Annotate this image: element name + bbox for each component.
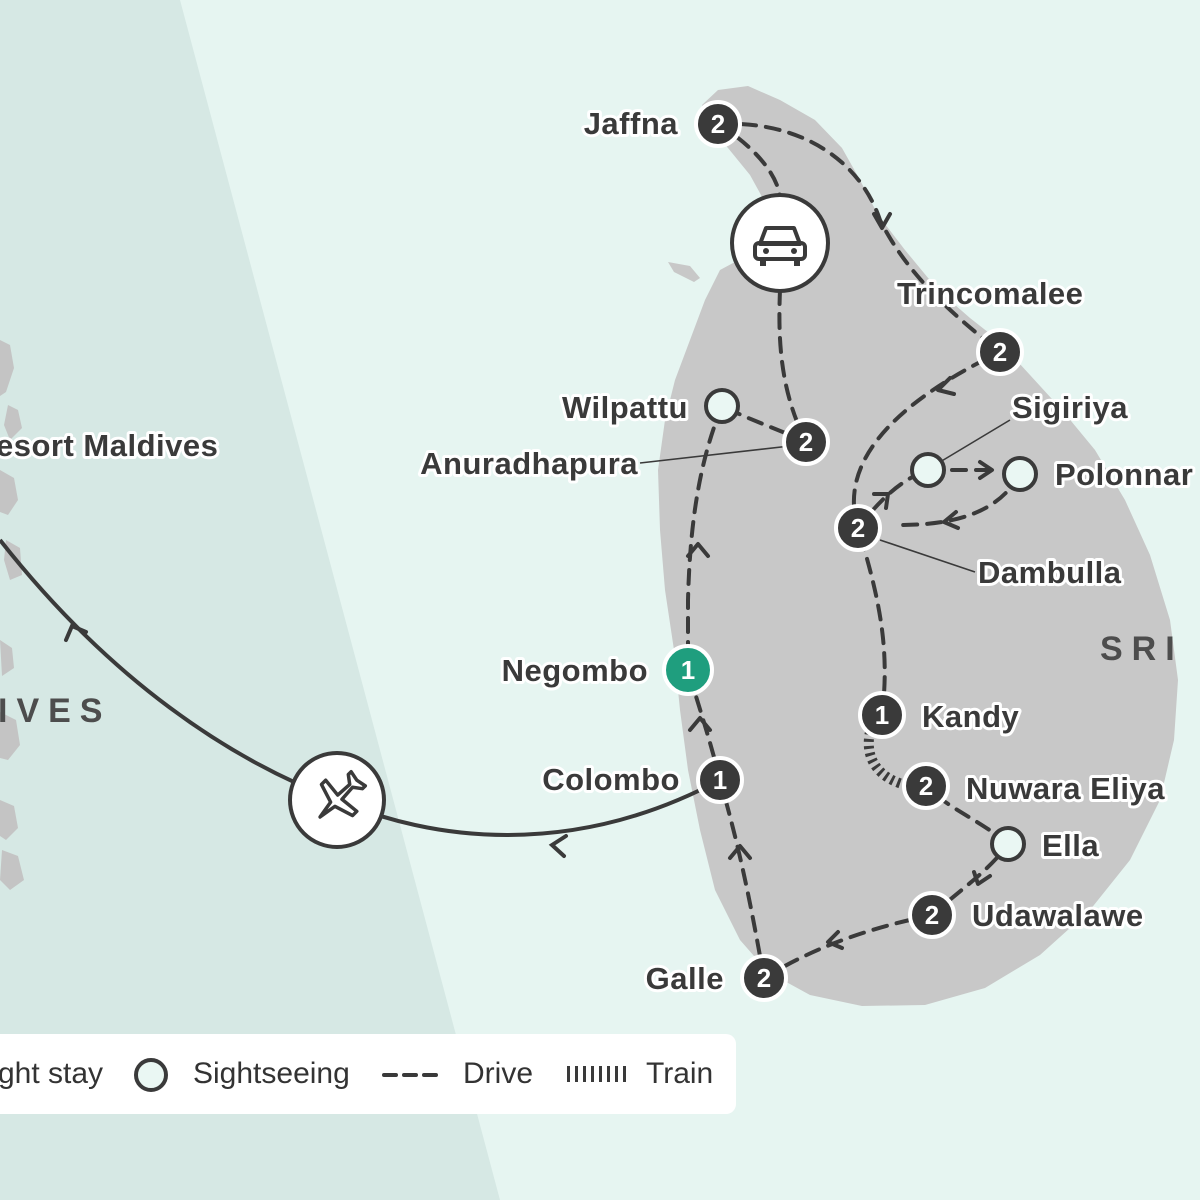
stop-dambulla[interactable]: 2 Dambulla bbox=[834, 504, 1124, 593]
stop-wilpattu[interactable]: Wilpattu bbox=[559, 387, 740, 428]
stop-colombo[interactable]: 1 Colombo bbox=[539, 756, 744, 804]
legend-drive-label: Drive bbox=[463, 1057, 534, 1090]
country-label-sri-lanka: SRI bbox=[1100, 630, 1184, 668]
stop-sigiriya[interactable]: Sigiriya bbox=[910, 387, 1131, 488]
stop-kandy[interactable]: 1 Kandy bbox=[858, 691, 1022, 739]
stop-label: Udawalawe bbox=[972, 898, 1144, 933]
stop-nuwara-eliya[interactable]: 2 Nuwara Eliya bbox=[902, 762, 1168, 810]
car-icon bbox=[730, 193, 830, 293]
stop-label: Anuradhapura bbox=[420, 446, 638, 481]
stop-label: Negombo bbox=[502, 653, 648, 688]
stop-nights: 2 bbox=[757, 963, 771, 993]
maldives-resort-label: esort Maldives bbox=[0, 428, 218, 463]
train-line-icon bbox=[567, 1066, 627, 1082]
stop-label: Nuwara Eliya bbox=[966, 771, 1165, 806]
stop-ella[interactable]: Ella bbox=[990, 825, 1102, 866]
flight-arrow-1 bbox=[64, 623, 88, 642]
legend-sightseeing-label: Sightseeing bbox=[193, 1057, 350, 1090]
stop-nights: 2 bbox=[925, 900, 939, 930]
stop-negombo[interactable]: 1 Negombo bbox=[499, 644, 714, 696]
stop-nights: 2 bbox=[919, 771, 933, 801]
stop-nights: 2 bbox=[711, 109, 725, 139]
stop-label: Colombo bbox=[542, 762, 680, 797]
stop-nights: 1 bbox=[681, 655, 695, 685]
stop-jaffna[interactable]: 2 Jaffna bbox=[581, 100, 742, 148]
stop-anuradhapura[interactable]: 2 Anuradhapura bbox=[417, 418, 830, 484]
maldives-islands bbox=[0, 340, 24, 890]
stop-label: Polonnar bbox=[1055, 457, 1193, 492]
legend: ght stay Sightseeing Drive Train bbox=[0, 1034, 736, 1114]
stop-polonnaruwa[interactable]: Polonnar bbox=[1002, 454, 1196, 495]
maldives-sea-zone bbox=[0, 0, 500, 1200]
stop-nights: 1 bbox=[875, 700, 889, 730]
plane-icon bbox=[288, 751, 386, 849]
stop-label: Kandy bbox=[922, 699, 1020, 734]
drive-arrows bbox=[686, 212, 994, 950]
stop-trincomalee[interactable]: 2 Trincomalee bbox=[894, 273, 1086, 376]
sri-lanka-landmass bbox=[658, 86, 1178, 1006]
stop-label: Jaffna bbox=[584, 106, 679, 141]
flight-arrow-2 bbox=[548, 834, 568, 858]
stop-nights: 2 bbox=[851, 513, 865, 543]
train-route bbox=[863, 730, 912, 791]
country-label-maldives: IVES bbox=[0, 692, 111, 730]
mannar-island bbox=[668, 262, 700, 282]
stop-label: Sigiriya bbox=[1012, 390, 1128, 425]
stop-nights: 1 bbox=[713, 765, 727, 795]
sightseeing-icon bbox=[134, 1058, 168, 1092]
stop-label: Trincomalee bbox=[897, 276, 1083, 311]
drive-line-icon bbox=[382, 1073, 446, 1077]
stop-label: Wilpattu bbox=[562, 390, 688, 425]
stop-label: Ella bbox=[1042, 828, 1099, 863]
stop-label: Dambulla bbox=[978, 555, 1122, 590]
stop-nights: 2 bbox=[799, 427, 813, 457]
stop-nights: 2 bbox=[993, 337, 1007, 367]
stop-udawalawe[interactable]: 2 Udawalawe bbox=[908, 891, 1146, 939]
stop-label: Galle bbox=[646, 961, 724, 996]
legend-overnight-label: ght stay bbox=[0, 1057, 104, 1090]
stop-galle[interactable]: 2 Galle bbox=[643, 954, 788, 1002]
legend-train-label: Train bbox=[646, 1057, 714, 1090]
leader-lines bbox=[639, 419, 1011, 573]
